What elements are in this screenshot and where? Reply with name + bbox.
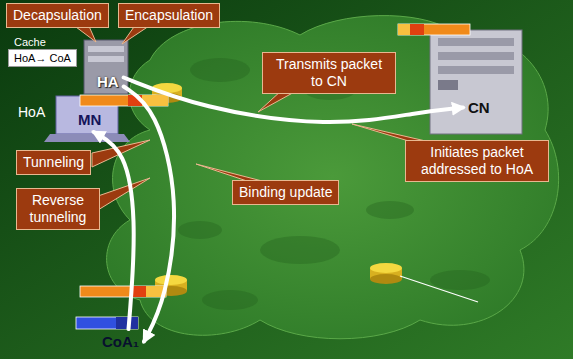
cloud-shade — [178, 221, 222, 239]
packet-header — [398, 24, 410, 35]
callout-box: Initiates packet addressed to HoA — [405, 140, 549, 182]
node-text: Initiates packet addressed to HoA — [412, 144, 542, 178]
packet-body — [80, 286, 166, 297]
packet-body — [80, 95, 168, 106]
cloud-shade — [366, 201, 414, 219]
callout-box: Binding update — [232, 180, 339, 205]
cloud-shade — [202, 290, 258, 310]
packet-body — [398, 24, 470, 35]
packet-header — [410, 24, 424, 35]
node-text: MN — [78, 111, 101, 128]
server-slot — [438, 38, 514, 46]
server-slot — [88, 56, 124, 62]
ha-server — [84, 40, 128, 94]
cache-table: CacheHoA→ CoA — [8, 36, 77, 67]
node-text: Binding update — [239, 184, 332, 201]
packet — [80, 286, 166, 297]
network-cloud — [107, 16, 559, 339]
router-bottom — [370, 274, 402, 284]
packet — [80, 95, 168, 106]
callout-box: Encapsulation — [118, 3, 220, 28]
router — [370, 263, 402, 284]
callout-tail — [98, 178, 150, 210]
cloud-shade — [190, 58, 250, 82]
table-cell: HoA→ CoA — [8, 49, 77, 67]
cloud-shade — [430, 270, 490, 290]
network-link — [400, 276, 478, 302]
cn-server — [430, 30, 522, 134]
router-top — [155, 275, 187, 285]
address-label: CoA₁ — [100, 332, 141, 351]
host-label: HA — [95, 72, 121, 91]
node-text: Reverse tunneling — [23, 192, 93, 226]
host-label: CN — [466, 98, 492, 117]
table-heading: Cache — [8, 36, 77, 49]
node-text: HA — [97, 73, 119, 90]
node-text: CN — [468, 99, 490, 116]
callout-box: Tunneling — [16, 150, 91, 175]
node-text: CoA₁ — [102, 333, 139, 350]
node-text: Decapsulation — [13, 7, 102, 24]
node-text: Tunneling — [23, 154, 84, 171]
callout-box: Reverse tunneling — [16, 188, 100, 230]
callout-box: Transmits packet to CN — [262, 52, 396, 94]
server-slot — [88, 46, 124, 52]
node-text: Encapsulation — [125, 7, 213, 24]
server-slot — [438, 66, 514, 74]
server-body — [84, 40, 128, 94]
host-label: MN — [76, 110, 103, 129]
laptop-base — [44, 134, 130, 142]
server-panel — [438, 80, 458, 90]
address-label: HoA — [18, 104, 45, 120]
node-text: Transmits packet to CN — [269, 56, 389, 90]
callout-box: Decapsulation — [6, 3, 109, 28]
cloud-shade — [260, 236, 340, 264]
packet-header — [132, 286, 146, 297]
server-body — [430, 30, 522, 134]
server-slot — [438, 52, 514, 60]
tunnel-arrow — [94, 132, 134, 329]
packet — [398, 24, 470, 35]
router-top — [370, 263, 402, 273]
